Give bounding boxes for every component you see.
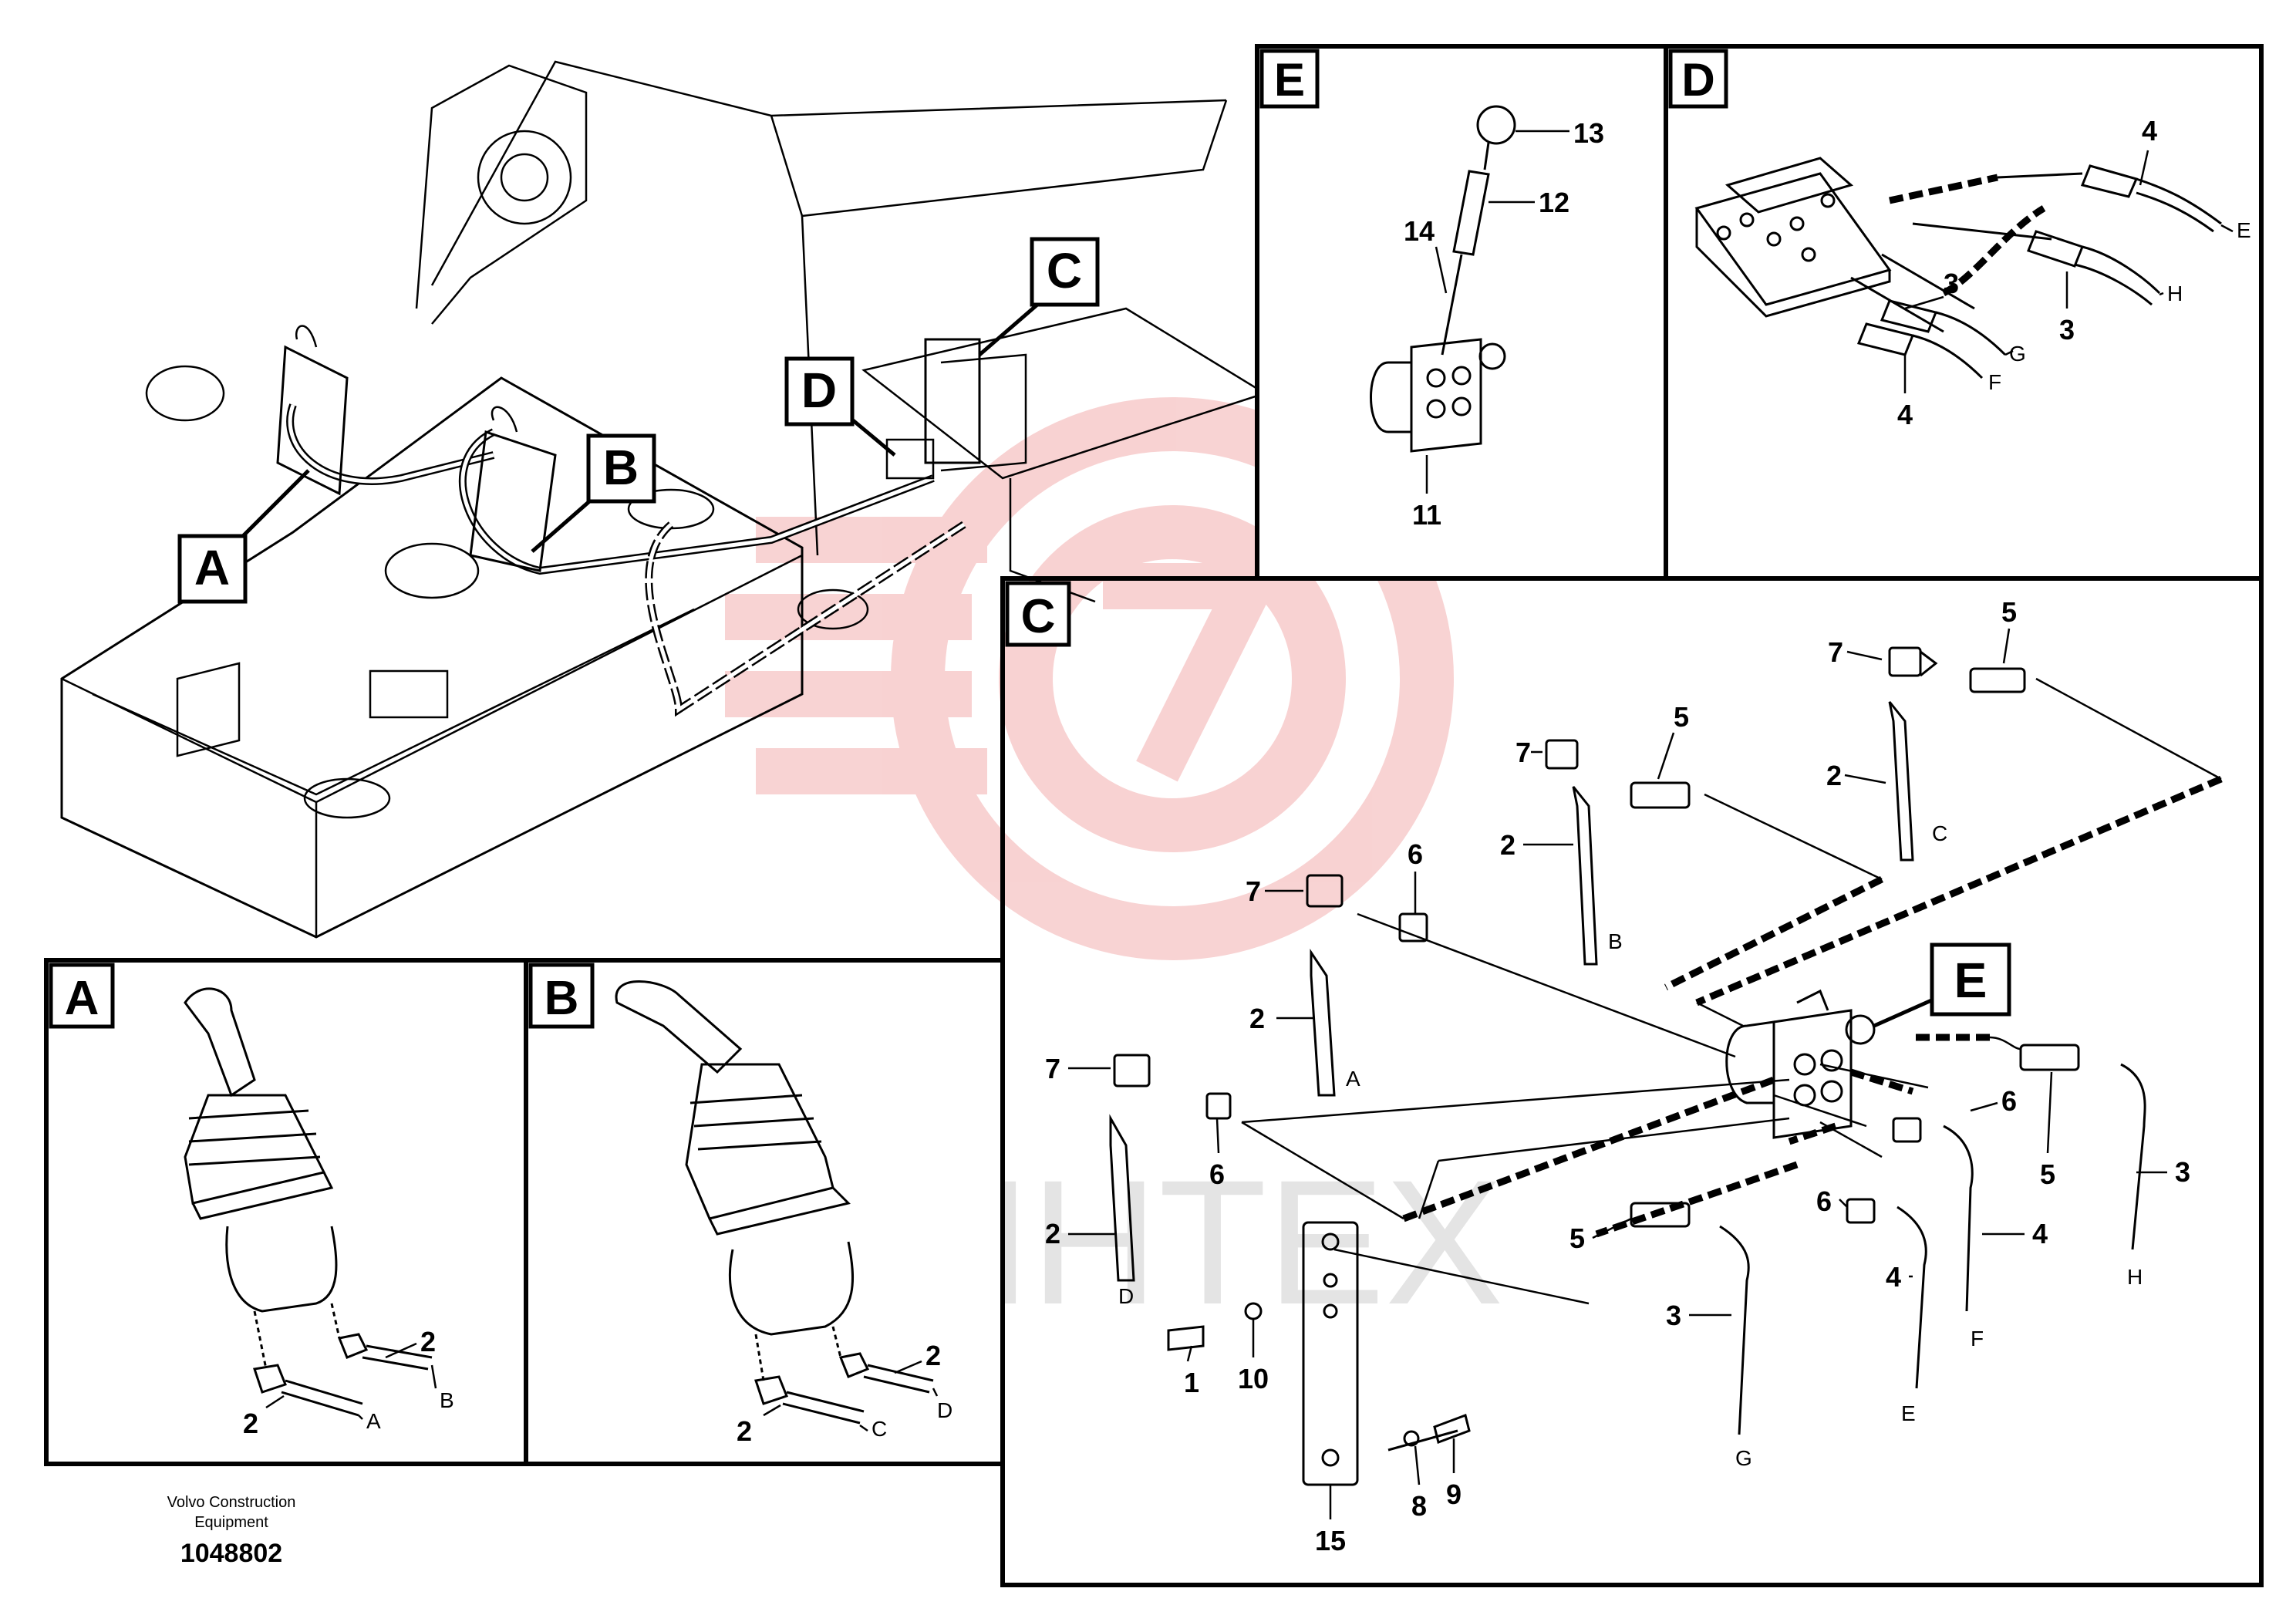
panel-b-callout-2-upper: 2: [925, 1340, 941, 1371]
panel-c-label-4-a: 4: [2032, 1218, 2048, 1249]
panel-a-joystick: [184, 987, 433, 1417]
overview-drawing: [60, 60, 1267, 939]
panel-c-label-5-d: 5: [1569, 1222, 1585, 1254]
panel-d-drawing: [1694, 157, 2222, 379]
panel-e: E 13 12 14 11: [1255, 44, 1668, 581]
footer: Volvo Construction Equipment 1048802: [116, 1492, 347, 1569]
panel-c-label-1: 1: [1184, 1367, 1199, 1398]
footer-company-line2: Equipment: [194, 1514, 268, 1531]
panel-b-port-d: D: [937, 1398, 952, 1422]
panel-e-callout-13: 13: [1573, 117, 1604, 149]
panel-c-port-e: E: [1901, 1401, 1916, 1425]
panel-a-port-a: A: [366, 1409, 381, 1433]
panel-c-label-7-d: 7: [1045, 1053, 1060, 1084]
panel-c-label-6-a: 6: [1408, 838, 1423, 870]
panel-d-callout-4-bottom: 4: [1897, 399, 1913, 430]
overview-marker-c-label: C: [1047, 243, 1082, 298]
panel-b-joystick: [615, 980, 934, 1425]
overview-marker-c: C: [978, 237, 1100, 356]
panel-c-label-5-b: 5: [1674, 701, 1689, 733]
panel-c-letter: C: [1021, 590, 1056, 643]
panel-c-label-10: 10: [1238, 1363, 1269, 1394]
panel-a-callouts: [265, 1342, 437, 1420]
panel-e-callout-12: 12: [1539, 187, 1569, 218]
panel-d-port-f: F: [1988, 370, 2001, 394]
overview-marker-b-label: B: [603, 440, 639, 495]
panel-d-callout-3-left: 3: [1944, 268, 1959, 299]
overview-marker-b: B: [531, 433, 656, 553]
overview-marker-d-label: D: [801, 363, 837, 418]
panel-c-label-7-a: 7: [1828, 636, 1843, 668]
overview-marker-d: D: [784, 356, 896, 457]
footer-doc-number: 1048802: [180, 1539, 283, 1568]
panel-c-label-6-c: 6: [2001, 1085, 2017, 1117]
panel-c-label-2-b: 2: [1500, 829, 1515, 861]
panel-c-port-d: D: [1118, 1284, 1134, 1308]
panel-c-label-6-d: 6: [1816, 1185, 1832, 1217]
panel-d-port-h: H: [2167, 282, 2183, 305]
overview-marker-a-label: A: [194, 540, 230, 595]
panel-c-label-8: 8: [1411, 1490, 1427, 1522]
panel-d-letter: D: [1681, 54, 1714, 106]
panel-c-label-2-c: 2: [1826, 760, 1842, 791]
panel-c-label-5-a: 5: [2001, 596, 2017, 628]
overview-marker-a: A: [177, 469, 310, 604]
panel-a-port-b: B: [440, 1388, 454, 1412]
panel-c-label-15: 15: [1315, 1525, 1346, 1556]
panel-d-port-g: G: [2009, 342, 2026, 366]
panel-a-callout-2-lower: 2: [243, 1408, 258, 1439]
panel-c-port-a: A: [1346, 1067, 1360, 1091]
panel-e-callouts: [1425, 130, 1569, 494]
panel-e-callout-11: 11: [1412, 499, 1441, 531]
panel-b-letter: B: [544, 972, 579, 1025]
panel-a-letter: A: [65, 972, 99, 1025]
panel-c-label-4-b: 4: [1886, 1261, 1901, 1293]
panel-e-letter: E: [1274, 54, 1305, 106]
panel-e-drawing: [1370, 105, 1516, 453]
panel-b-callout-2-lower: 2: [737, 1415, 752, 1447]
panel-d: D: [1664, 44, 2264, 581]
panel-a-callout-2-upper: 2: [420, 1326, 436, 1357]
panel-e-callout-14: 14: [1404, 215, 1435, 247]
panel-c-hoses: [1241, 677, 2223, 1305]
panel-c-port-c: C: [1932, 821, 1947, 845]
panel-b-callouts: [763, 1360, 939, 1432]
panel-c-label-9: 9: [1446, 1479, 1462, 1510]
panel-c-label-3-b: 3: [1666, 1300, 1681, 1331]
panel-c-port-h: H: [2127, 1265, 2143, 1289]
panel-d-callout-4-top: 4: [2142, 115, 2157, 147]
panel-c-label-6-b: 6: [1209, 1158, 1225, 1190]
panel-a: A 2 2 B A: [44, 958, 528, 1466]
panel-d-callout-3-right: 3: [2059, 314, 2075, 346]
panel-c-callout-lines: [1068, 628, 2167, 1519]
panel-c-port-f: F: [1971, 1327, 1984, 1351]
panel-c-label-7-c: 7: [1246, 875, 1261, 907]
panel-d-port-e: E: [2237, 218, 2251, 242]
panel-c-label-2-d: 2: [1045, 1218, 1060, 1249]
panel-b: B 2 2 D C: [524, 958, 1005, 1466]
panel-c-label-3-a: 3: [2175, 1156, 2190, 1188]
panel-c-port-g: G: [1735, 1446, 1752, 1470]
footer-company-line1: Volvo Construction: [167, 1494, 296, 1511]
panel-c-distributor: [1725, 989, 1876, 1139]
panel-c-label-2-a: 2: [1249, 1003, 1265, 1034]
panel-c-marker-e: E: [1873, 943, 2011, 1028]
panel-b-port-c: C: [872, 1417, 887, 1441]
panel-d-callouts: [1903, 150, 2234, 393]
panel-c-port-b: B: [1608, 929, 1623, 953]
panel-c-label-7-b: 7: [1515, 737, 1531, 768]
panel-c-label-5-c: 5: [2040, 1158, 2055, 1190]
panel-c-marker-e-label: E: [1954, 953, 1988, 1008]
panel-c: C: [1000, 576, 2264, 1587]
